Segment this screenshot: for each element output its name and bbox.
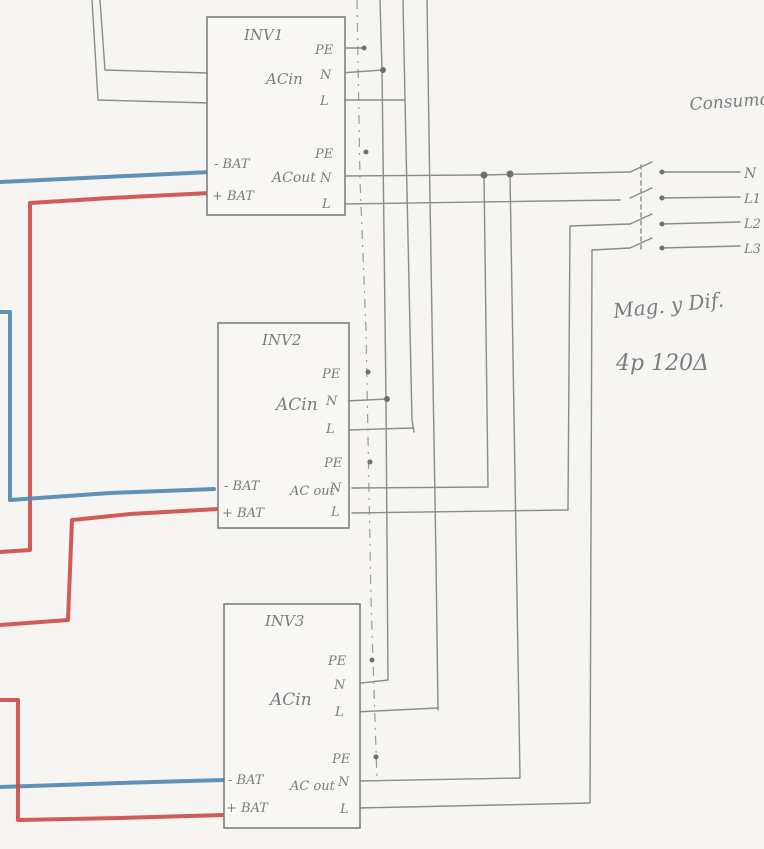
bat-neg-cable-inv3 (0, 778, 226, 789)
breaker-label: Mag. y Dif. 4p 120Δ (611, 287, 725, 376)
inverter-1-in-n: N (319, 68, 332, 83)
consumer-label: Consumo (689, 89, 764, 115)
breaker-pole (629, 213, 653, 225)
bus-wire-c (426, 0, 439, 711)
inverter-1: INV1 ACin ACout PE N L PE N L - BAT + BA… (206, 16, 346, 216)
inverter-2-in-pe: PE (321, 367, 341, 382)
junction-dot (361, 45, 367, 51)
inverter-3-title: INV3 (264, 612, 304, 630)
inv1-out-l-wire (341, 199, 621, 205)
battery-cables (0, 170, 226, 822)
ac-wiring (91, 0, 741, 809)
inverter-1-out-pe: PE (314, 147, 334, 162)
breaker-label-line1: Mag. y Dif. (611, 287, 725, 323)
breaker-contact (659, 195, 665, 201)
inverter-2: INV2 ACin AC out PE N L PE N L - BAT + B… (217, 322, 350, 529)
inverter-3-in-l: L (334, 705, 344, 720)
inverter-3: INV3 ACin AC out PE N L PE N L - BAT + B… (223, 603, 361, 829)
breaker-pole (629, 237, 653, 249)
inverter-1-acout-label: ACout (270, 170, 316, 186)
junction-dot (506, 170, 514, 178)
inv2-out-l-wire (351, 223, 631, 514)
inverter-3-bat-pos: + BAT (226, 801, 269, 816)
inverter-3-in-n: N (333, 678, 346, 693)
inverter-3-acin-label: ACin (268, 690, 312, 710)
bat-neg-cable-inv2 (0, 310, 216, 502)
inverter-2-acout-label: AC out (289, 484, 336, 499)
inv1-acin-return-wire (99, 0, 209, 74)
breaker-contact (659, 169, 665, 175)
inv1-acin-outer-wire (91, 0, 211, 104)
inverter-1-bat-neg: - BAT (214, 157, 251, 172)
inverter-2-bat-neg: - BAT (224, 479, 261, 494)
inverter-2-out-pe: PE (323, 456, 343, 471)
inverter-1-box (206, 16, 346, 216)
inverter-2-title: INV2 (261, 331, 301, 349)
neutral-drop-inv3 (357, 174, 521, 782)
inverter-3-in-pe: PE (327, 654, 347, 669)
inverter-2-in-n: N (325, 394, 338, 409)
inverter-3-acout-label: AC out (289, 779, 336, 794)
inverter-1-in-l: L (319, 94, 329, 109)
inverter-1-acin-label: ACin (264, 70, 303, 88)
out-wire-l3 (659, 245, 741, 249)
breaker-contact (659, 221, 665, 227)
bus-wire-a (379, 0, 389, 681)
breaker-symbol (629, 161, 665, 251)
junction-dot (365, 369, 371, 375)
breaker-contact (659, 245, 665, 251)
inverter-1-title: INV1 (243, 26, 283, 44)
inverter-1-out-n: N (319, 171, 332, 186)
inv2-in-n-tap (345, 398, 388, 402)
inverter-3-out-n: N (337, 775, 350, 790)
inverter-3-out-l: L (339, 802, 349, 817)
output-label-l1: L1 (743, 192, 761, 207)
inverter-1-in-pe: PE (314, 43, 334, 58)
inv3-out-l-wire (357, 247, 631, 809)
bat-pos-cable-inv1 (0, 191, 212, 554)
inverter-1-out-l: L (321, 197, 331, 212)
inv3-in-l-tap (354, 707, 439, 713)
out-wire-l1 (659, 196, 741, 199)
junction-dot (380, 67, 386, 73)
inverter-2-out-n: N (329, 481, 342, 496)
neutral-drop-inv2 (351, 174, 489, 489)
inverter-1-bat-pos: + BAT (212, 189, 255, 204)
inverter-3-out-pe: PE (331, 752, 351, 767)
junction-dot (363, 149, 369, 155)
inv1-in-n-tap (339, 69, 384, 74)
out-wire-l2 (659, 221, 741, 225)
inverter-2-acin-label: ACin (274, 395, 318, 415)
inverter-2-box (217, 322, 350, 529)
junction-dot (384, 396, 390, 402)
bus-wire-b (402, 0, 415, 433)
output-label-l2: L2 (743, 217, 761, 232)
ac-out-neutral-bus (341, 171, 631, 177)
inverter-2-out-l: L (330, 505, 340, 520)
inverter-3-bat-neg: - BAT (228, 773, 265, 788)
inv2-in-l-tap (346, 427, 414, 431)
inverter-3-box (223, 603, 361, 829)
bat-pos-cable-inv2 (0, 507, 220, 627)
bat-pos-cable-inv3 (0, 698, 226, 822)
junction-dot (367, 459, 373, 465)
junction-dot (480, 171, 488, 179)
output-label-n: N (743, 166, 757, 182)
inverter-2-bat-pos: + BAT (222, 506, 265, 521)
junction-dot (373, 754, 379, 760)
breaker-label-line2: 4p 120Δ (615, 351, 709, 376)
consumer-section: Consumo N L1 L2 L3 (689, 89, 764, 257)
junction-dot (369, 657, 375, 663)
inverter-2-in-l: L (325, 422, 335, 437)
output-label-l3: L3 (743, 242, 761, 257)
bat-neg-cable-inv1 (0, 170, 212, 184)
